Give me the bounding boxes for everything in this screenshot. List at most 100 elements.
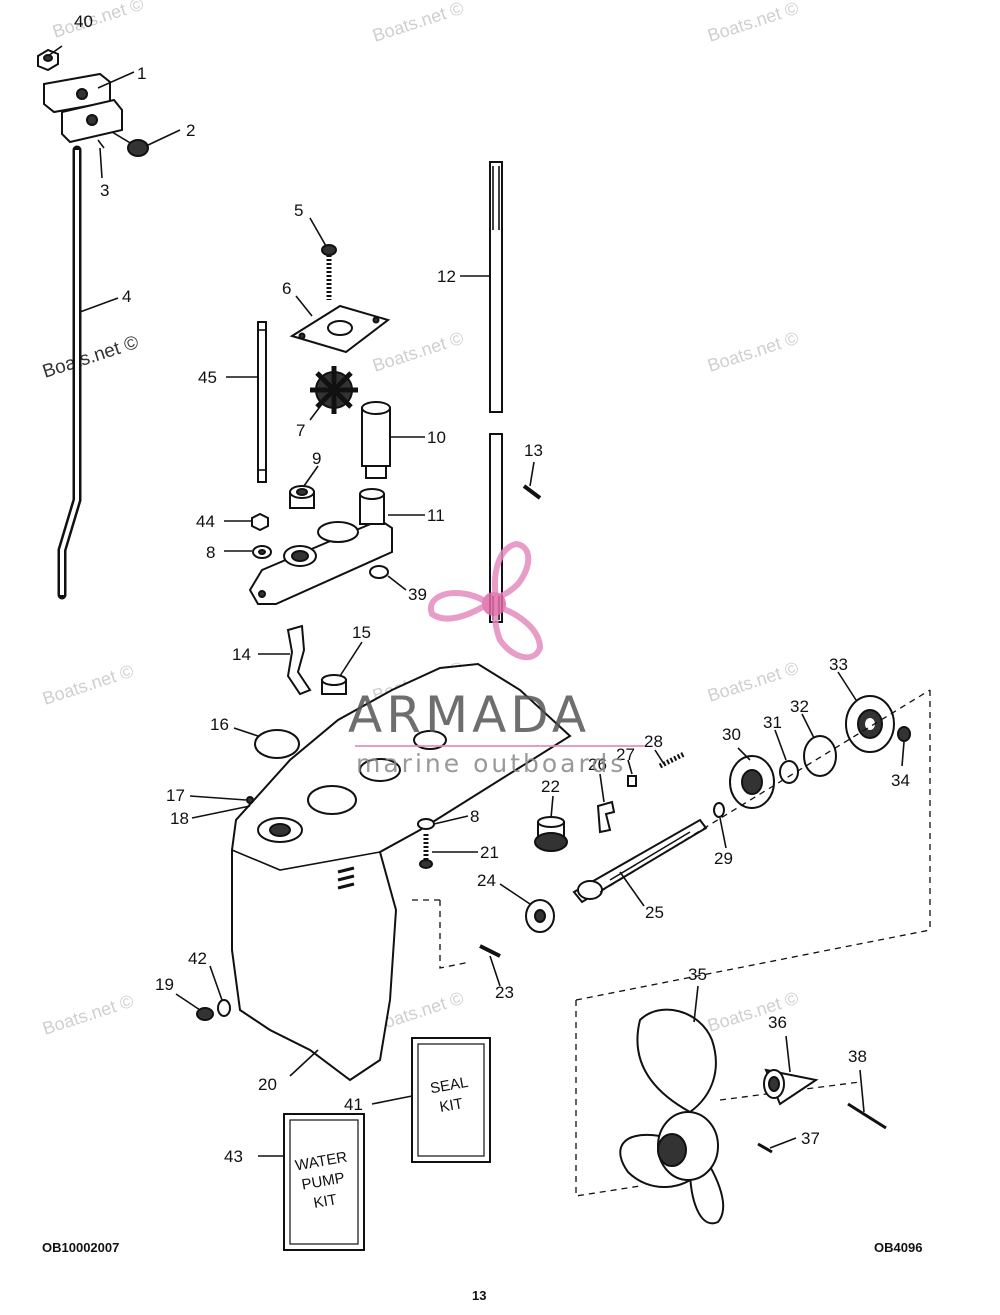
label-35: 35	[688, 965, 707, 984]
part-29-washer	[713, 802, 725, 818]
part-21-screw	[419, 834, 433, 869]
seal-kit-line-2: KIT	[438, 1095, 464, 1116]
part-20-gearcase	[231, 662, 572, 1082]
label-15: 15	[352, 623, 371, 642]
label-26: 26	[588, 755, 607, 774]
logo-hub	[482, 592, 506, 616]
part-5-screw	[321, 244, 337, 300]
label-39: 39	[408, 585, 427, 604]
label-33: 33	[829, 655, 848, 674]
footer-right-code: OB4096	[874, 1240, 922, 1255]
water-pump-kit-line-3: KIT	[312, 1191, 338, 1212]
propeller-logo-icon	[427, 540, 544, 661]
part-31-bearing	[779, 760, 799, 784]
part-15-bushing	[321, 674, 347, 695]
watermark: Boats.net ©	[370, 328, 466, 376]
label-10: 10	[427, 428, 446, 447]
part-13-pin	[522, 484, 542, 500]
part-6-plate	[289, 304, 391, 354]
part-24-gear	[525, 899, 555, 933]
label-12: 12	[437, 267, 456, 286]
label-5: 5	[294, 201, 303, 220]
part-44-nut	[251, 512, 269, 532]
part-number-labels: 40 1 2 3 4 5 6 7 8 9 10 11 12 13 14 15 1…	[74, 12, 910, 1166]
part-2-screw	[111, 131, 149, 157]
label-45: 45	[198, 368, 217, 387]
part-19-screw	[196, 1007, 214, 1021]
part-33-bearing-carrier	[845, 695, 895, 753]
label-44: 44	[196, 512, 215, 531]
label-37: 37	[801, 1129, 820, 1148]
leader-lines	[47, 45, 905, 1157]
part-35-propeller	[619, 1008, 725, 1225]
watermark: Boats.net ©	[705, 328, 801, 376]
label-24: 24	[477, 871, 496, 890]
part-12-driveshaft	[489, 161, 503, 413]
armada-logo: ARMADA marine outboards	[348, 540, 645, 778]
part-14-shift-lever	[286, 624, 312, 696]
part-17-18-small-fitting	[246, 796, 254, 804]
watermark-layer: Boats.net © Boats.net © Boats.net © Boat…	[40, 0, 801, 1039]
label-4: 4	[122, 287, 131, 306]
label-14: 14	[232, 645, 251, 664]
part-3-pin	[97, 139, 105, 149]
watermark: Boats.net ©	[40, 661, 136, 709]
part-36-cone	[763, 1068, 819, 1106]
part-9-bushing	[289, 485, 315, 509]
part-11-pump-housing	[248, 488, 393, 605]
part-22-pinion-gear	[534, 816, 568, 852]
seal-kit-line-1: SEAL	[429, 1074, 470, 1097]
label-16: 16	[210, 715, 229, 734]
label-29: 29	[714, 849, 733, 868]
watermark: Boats.net ©	[50, 0, 146, 42]
page-number: 13	[472, 1288, 486, 1303]
part-41-seal-kit: SEAL KIT	[411, 1037, 491, 1163]
label-1: 1	[137, 64, 146, 83]
watermark: Boats.net ©	[705, 658, 801, 706]
label-20: 20	[258, 1075, 277, 1094]
part-38-cotter-pin	[847, 1102, 887, 1130]
part-32-o-ring	[803, 735, 837, 777]
part-34-screw	[897, 726, 911, 742]
label-18: 18	[170, 809, 189, 828]
label-40: 40	[74, 12, 93, 31]
part-43-water-pump-kit: WATER PUMP KIT	[283, 1113, 365, 1251]
label-8b: 8	[470, 807, 479, 826]
watermark: Boats.net ©	[40, 991, 136, 1039]
part-25-propeller-shaft	[572, 818, 708, 904]
label-22: 22	[541, 777, 560, 796]
label-42: 42	[188, 949, 207, 968]
part-16-o-ring	[254, 729, 300, 759]
label-21: 21	[480, 843, 499, 862]
label-23: 23	[495, 983, 514, 1002]
label-7: 7	[296, 421, 305, 440]
brand-name: ARMADA	[348, 686, 590, 744]
label-36: 36	[768, 1013, 787, 1032]
part-26-shift-cam	[596, 800, 616, 834]
nut-hole	[43, 54, 53, 62]
part-37-pin	[757, 1142, 773, 1154]
label-27: 27	[616, 745, 635, 764]
part-27-pin	[627, 775, 637, 787]
part-7-impeller	[310, 366, 358, 414]
part-10-tube	[361, 401, 391, 479]
part-8-washer	[417, 818, 435, 830]
label-31: 31	[763, 713, 782, 732]
part-23-pin	[479, 944, 501, 958]
label-30: 30	[722, 725, 741, 744]
label-3: 3	[100, 181, 109, 200]
watermark: Boats.net ©	[40, 332, 141, 383]
part-39-o-ring	[369, 565, 389, 579]
watermark: Boats.net ©	[370, 0, 466, 46]
label-28: 28	[644, 732, 663, 751]
label-32: 32	[790, 697, 809, 716]
label-8: 8	[206, 543, 215, 562]
label-11: 11	[427, 506, 445, 525]
part-30-gear	[729, 755, 775, 809]
label-43: 43	[224, 1147, 243, 1166]
part-1-clamp	[43, 72, 123, 144]
brand-tagline: marine outboards	[356, 749, 626, 778]
label-19: 19	[155, 975, 174, 994]
watermark: Boats.net ©	[705, 0, 801, 46]
